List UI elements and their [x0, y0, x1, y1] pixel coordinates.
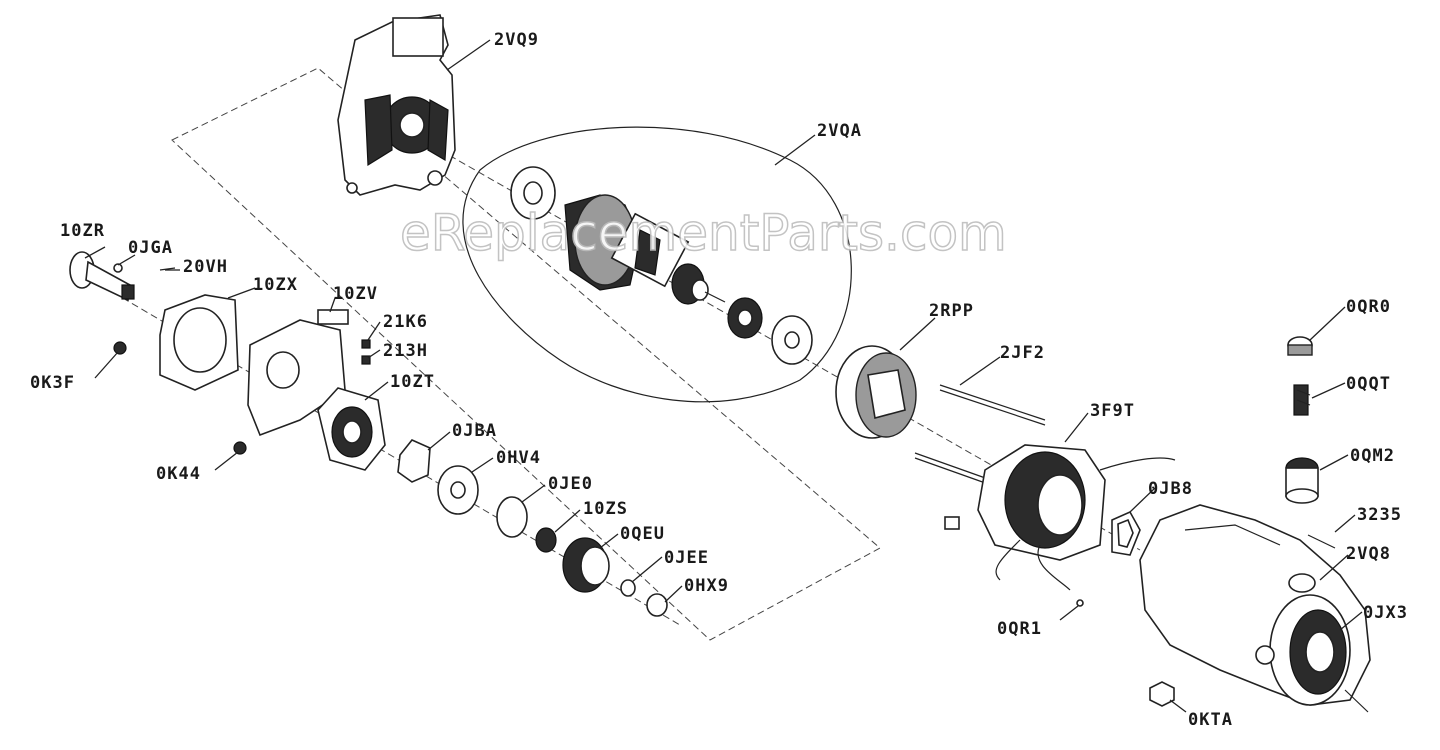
part-label[interactable]: 0K44: [156, 464, 201, 484]
leader-lines: [84, 39, 1363, 713]
part-label[interactable]: 0JEE: [664, 548, 709, 568]
part-label[interactable]: 20VH: [183, 257, 228, 277]
screw-0k44[interactable]: [233, 441, 247, 455]
brush-holder-0qm2[interactable]: [1285, 457, 1319, 504]
part-label[interactable]: 0JX3: [1363, 603, 1408, 623]
ring-0jba[interactable]: [397, 439, 431, 483]
part-labels: 2VQ9 2VQA 10ZR 0JGA 20VH 10ZX 10ZV 21K6 …: [30, 30, 1408, 730]
part-label[interactable]: 0QQT: [1346, 374, 1391, 394]
part-label[interactable]: 10ZR: [60, 221, 105, 241]
bearing-retainer-10zt[interactable]: [317, 387, 386, 471]
part-label[interactable]: 0QM2: [1350, 446, 1395, 466]
brush-cap-0qr0[interactable]: [1287, 336, 1313, 356]
bearing-0hx9[interactable]: [646, 593, 668, 617]
part-label[interactable]: 2VQ9: [494, 30, 539, 50]
brush-0qqt[interactable]: [1293, 384, 1311, 416]
part-label[interactable]: 2JF2: [1000, 343, 1045, 363]
pin-0jga[interactable]: [113, 263, 123, 273]
washer-0hv4[interactable]: [437, 465, 479, 515]
part-label[interactable]: 2VQ8: [1346, 544, 1391, 564]
baffle-2rpp[interactable]: [835, 345, 917, 439]
ring-0jb8[interactable]: [1111, 510, 1141, 556]
screw-0k3f[interactable]: [113, 341, 127, 355]
pin-213h[interactable]: [361, 355, 371, 365]
gear-0qeu[interactable]: [562, 537, 610, 593]
part-label[interactable]: 0KTA: [1188, 710, 1233, 730]
pin-20vh[interactable]: [159, 267, 176, 271]
gear-housing-2vq9[interactable]: [337, 14, 456, 196]
part-label[interactable]: 0QEU: [620, 524, 665, 544]
ring-0jee[interactable]: [620, 579, 636, 597]
part-label[interactable]: 3235: [1357, 505, 1402, 525]
armature-2vqa[interactable]: [510, 166, 813, 365]
washer-10zs[interactable]: [535, 527, 557, 553]
part-label[interactable]: 10ZS: [583, 499, 628, 519]
part-label[interactable]: 213H: [383, 341, 428, 361]
part-label[interactable]: 0QR1: [997, 619, 1042, 639]
motor-housing-2vq8[interactable]: [1139, 504, 1371, 706]
part-label[interactable]: 0HV4: [496, 448, 541, 468]
field-3f9t[interactable]: [944, 444, 1176, 591]
spring-21k6[interactable]: [361, 339, 371, 349]
part-label[interactable]: 21K6: [383, 312, 428, 332]
watermark: eReplacementParts.com: [400, 204, 1007, 262]
part-label[interactable]: 0JB8: [1148, 479, 1193, 499]
nut-0kta[interactable]: [1149, 681, 1175, 707]
part-label[interactable]: 0JBA: [452, 421, 497, 441]
snap-ring-0je0[interactable]: [496, 496, 528, 538]
part-label[interactable]: 0JGA: [128, 238, 173, 258]
part-label[interactable]: 0QR0: [1346, 297, 1391, 317]
plate-10zx[interactable]: [159, 294, 239, 391]
screw-3235[interactable]: [1307, 534, 1336, 549]
part-label[interactable]: 0JE0: [548, 474, 593, 494]
part-label[interactable]: 2VQA: [817, 121, 862, 141]
part-label[interactable]: 10ZT: [390, 372, 435, 392]
part-label[interactable]: 0HX9: [684, 576, 729, 596]
part-label[interactable]: 3F9T: [1090, 401, 1135, 421]
armature-group-outline: [462, 126, 852, 403]
part-label[interactable]: 10ZX: [253, 275, 298, 295]
part-label[interactable]: 0K3F: [30, 373, 75, 393]
screw-0jx3[interactable]: [1344, 689, 1369, 713]
shaft-10zr[interactable]: [69, 251, 135, 302]
part-label[interactable]: 2RPP: [929, 301, 974, 321]
part-label[interactable]: 10ZV: [333, 284, 378, 304]
washer-0qr1[interactable]: [1076, 599, 1084, 607]
